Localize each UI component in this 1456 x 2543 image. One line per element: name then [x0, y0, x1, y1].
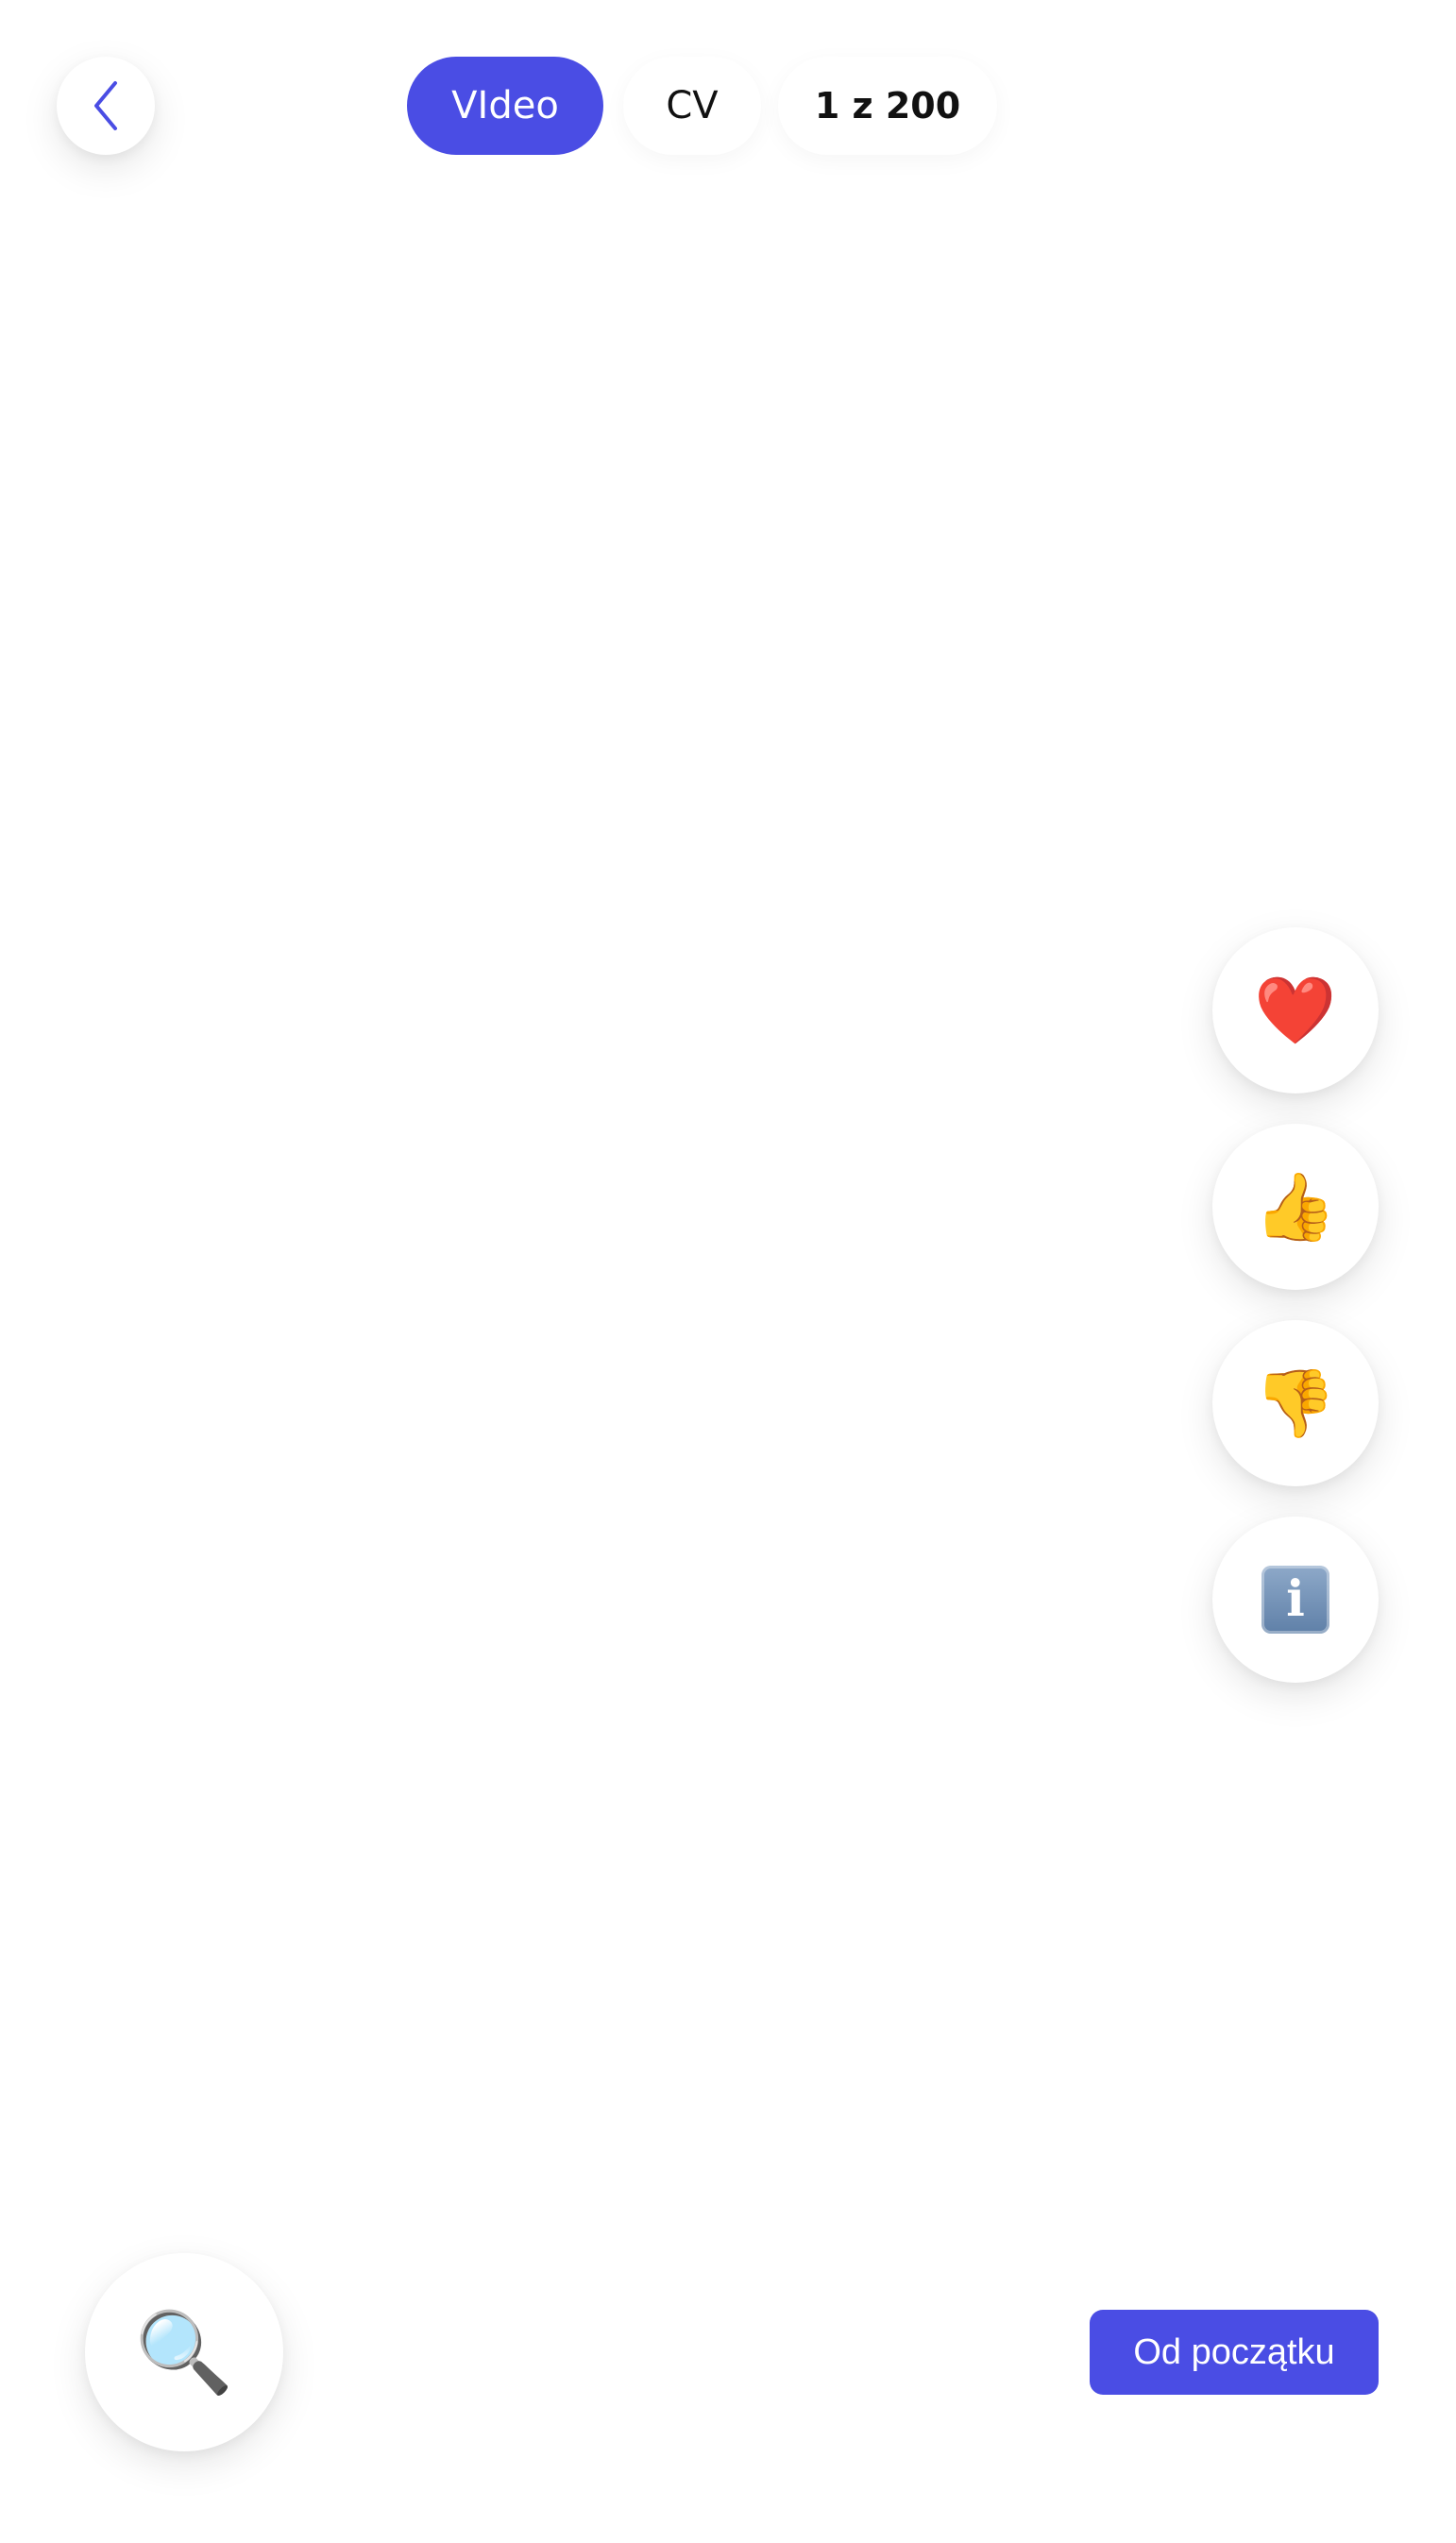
restart-button[interactable]: Od początku [1090, 2310, 1379, 2395]
back-button[interactable] [57, 57, 155, 155]
heart-icon: ❤️ [1254, 971, 1337, 1049]
info-icon: i [1261, 1566, 1329, 1634]
thumbs-down-icon: 👎 [1254, 1364, 1337, 1442]
tab-cv[interactable]: CV [623, 57, 761, 155]
chevron-left-icon [94, 81, 117, 130]
search-button[interactable]: 🔍 [85, 2253, 283, 2451]
info-button[interactable]: i [1212, 1517, 1379, 1683]
dislike-button[interactable]: 👎 [1212, 1320, 1379, 1486]
like-button[interactable]: 👍 [1212, 1124, 1379, 1290]
thumbs-up-icon: 👍 [1254, 1167, 1337, 1246]
magnifier-icon: 🔍 [134, 2305, 234, 2399]
page-counter: 1 z 200 [778, 57, 997, 155]
heart-button[interactable]: ❤️ [1212, 927, 1379, 1093]
tab-video[interactable]: VIdeo [407, 57, 603, 155]
